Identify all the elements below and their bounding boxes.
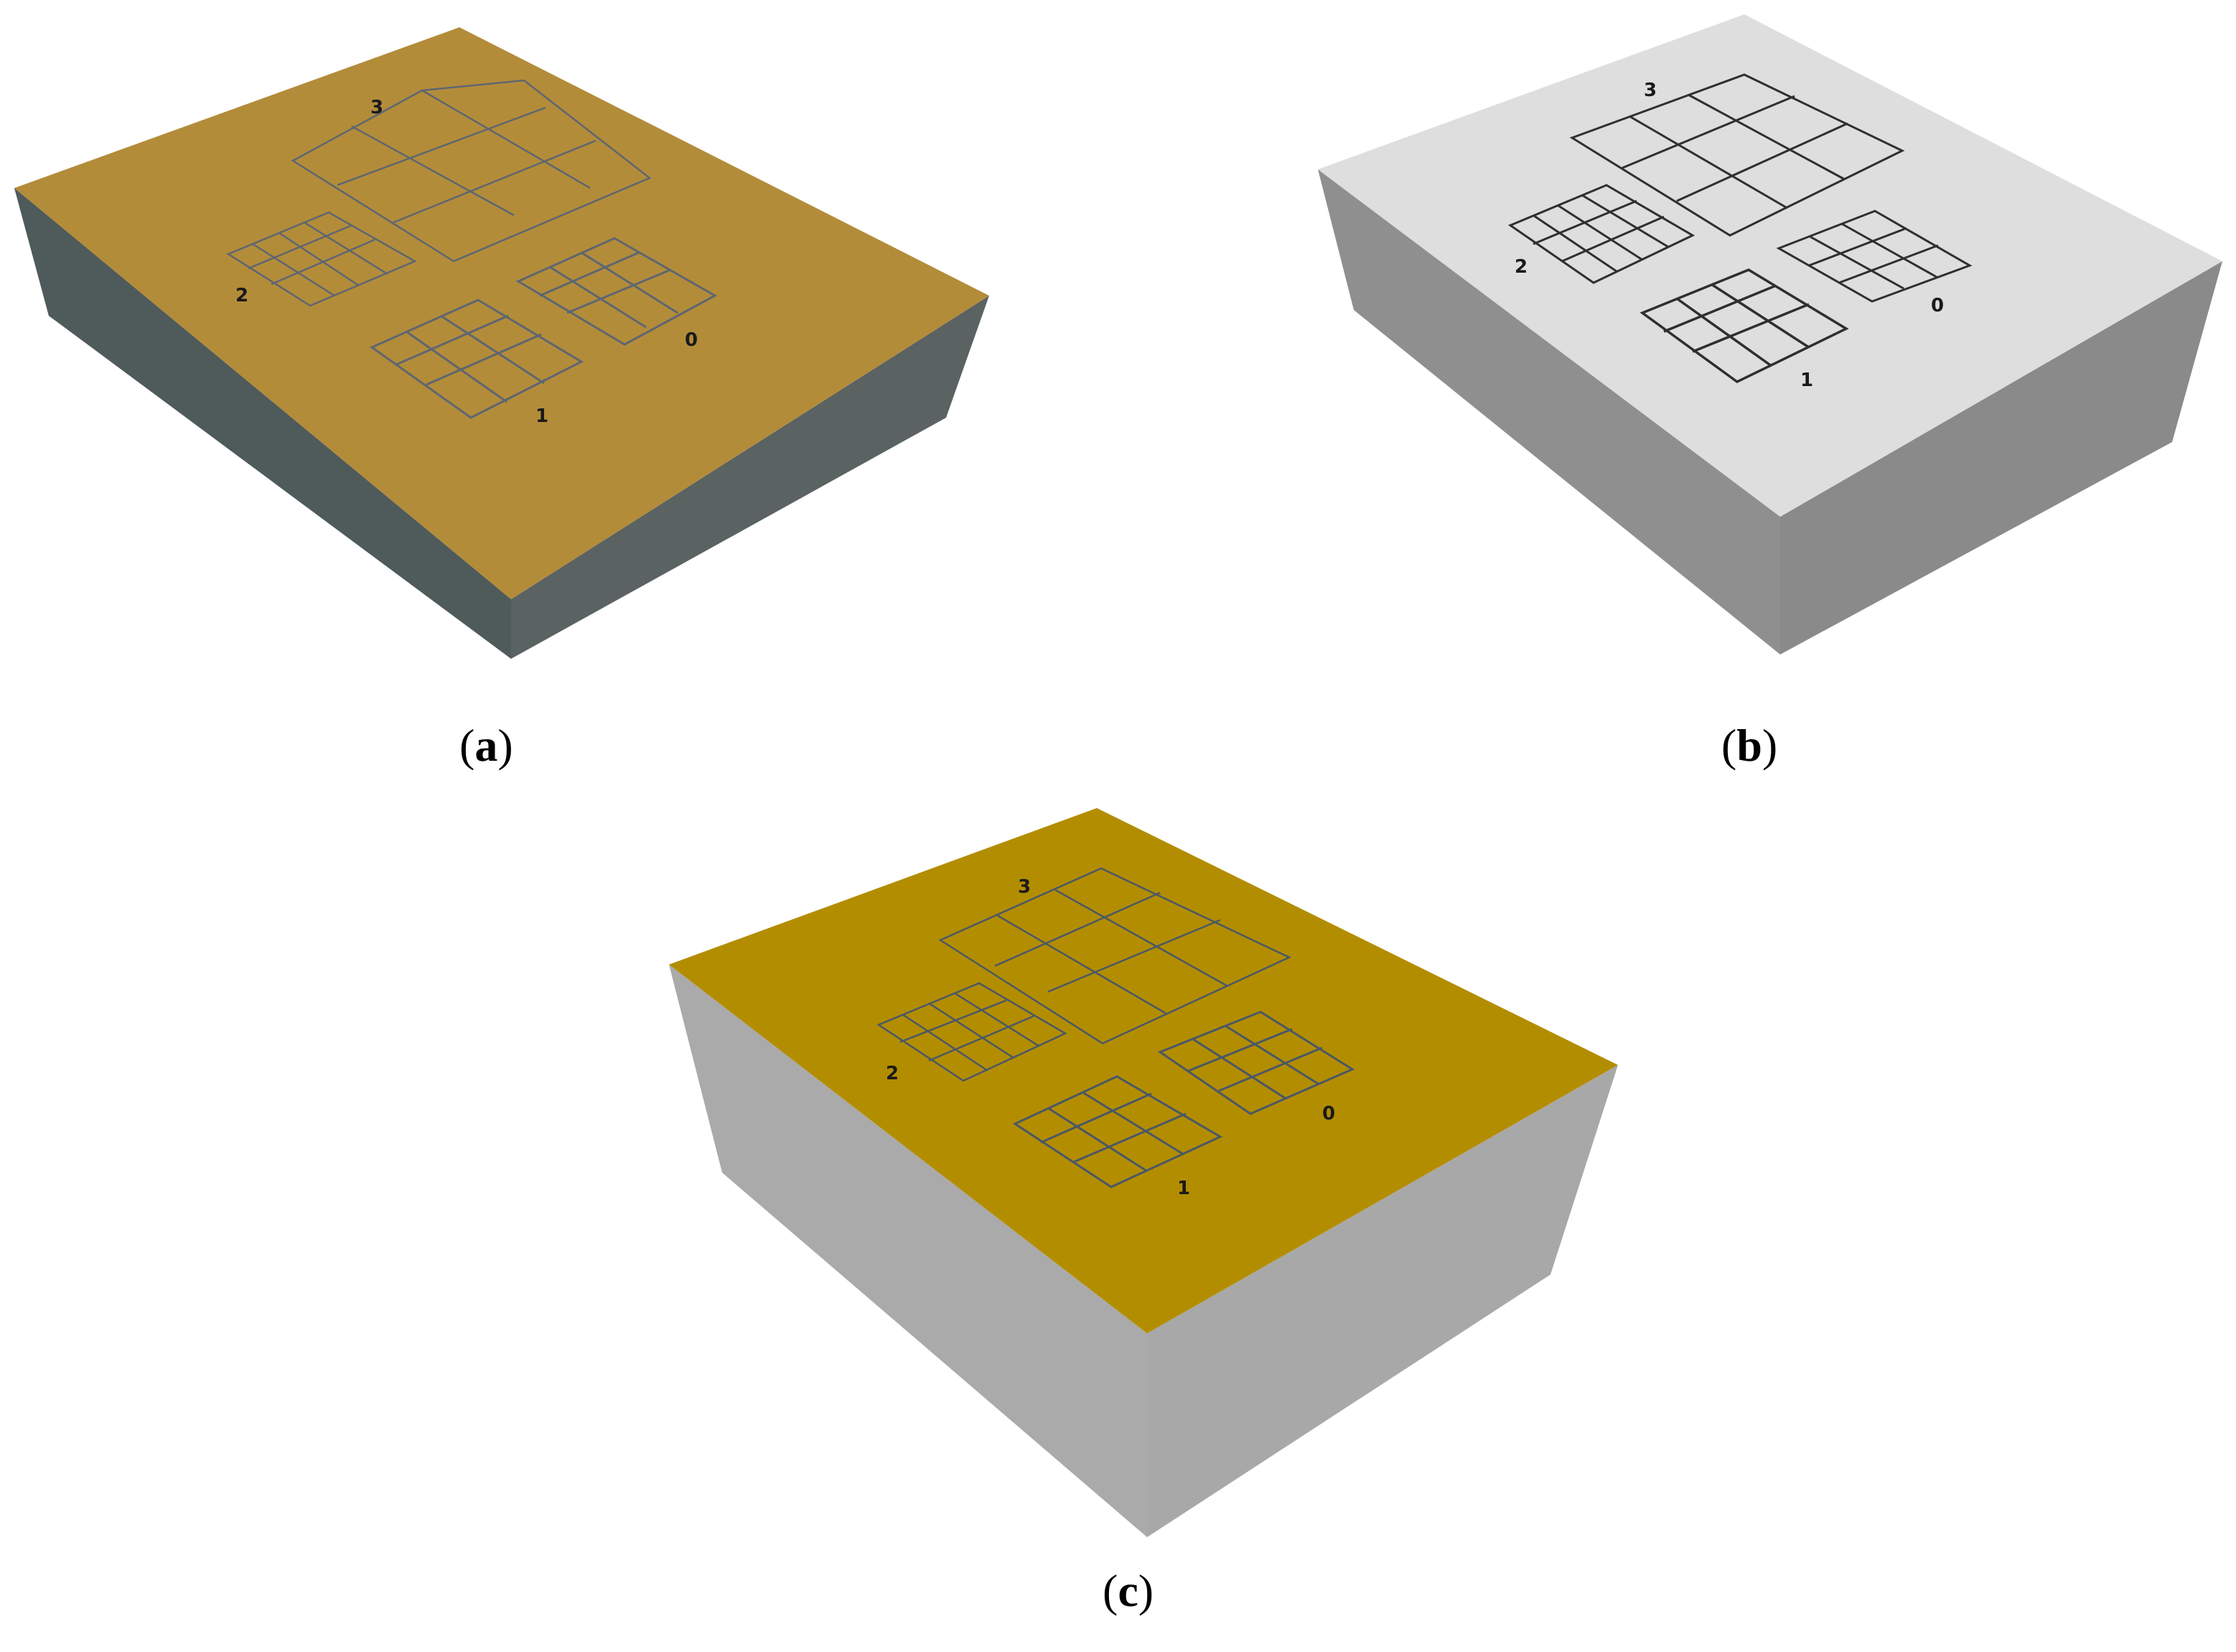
caption-b: (b) <box>1721 720 1777 771</box>
grid-2-a <box>226 211 417 307</box>
block-a-right-face <box>511 296 989 659</box>
label-0-b: 0 <box>1931 295 1944 316</box>
label-1-b: 1 <box>1800 370 1813 391</box>
label-1-a: 1 <box>535 405 548 427</box>
grid-0-a <box>515 237 718 346</box>
block-c-top-face <box>669 808 1618 1333</box>
grid-2-c <box>876 982 1067 1082</box>
block-a-left-face-body <box>14 188 511 659</box>
grid-1-a <box>369 299 584 419</box>
block-b-top-face <box>1318 14 2222 517</box>
panel-a: 3 2 0 1 (a) <box>14 27 989 771</box>
grid-3-c <box>938 867 1291 1045</box>
panel-b: 3 2 0 1 (b) <box>1318 14 2222 771</box>
block-b-left-face <box>1318 169 1780 654</box>
label-3-b: 3 <box>1644 80 1657 101</box>
grid-1-c <box>1012 1075 1223 1188</box>
grid-3-b <box>1569 73 1905 237</box>
caption-a: (a) <box>459 720 513 771</box>
grid-0-b <box>1776 210 1973 303</box>
grid-3-a <box>291 79 652 263</box>
label-3-c: 3 <box>1018 876 1031 898</box>
block-c-left-face <box>669 965 1147 1537</box>
label-0-c: 0 <box>1322 1103 1335 1125</box>
label-3-a: 3 <box>370 97 383 118</box>
label-2-a: 2 <box>235 285 248 306</box>
grid-2-b <box>1507 184 1695 284</box>
label-0-a: 0 <box>685 329 698 351</box>
caption-c: (c) <box>1103 1565 1154 1616</box>
label-2-c: 2 <box>886 1063 899 1084</box>
grid-1-b <box>1639 268 1849 384</box>
panel-c: 3 2 0 1 (c) <box>669 808 1618 1616</box>
label-1-c: 1 <box>1177 1178 1190 1199</box>
block-b-right-face <box>1780 261 2222 654</box>
grid-0-c <box>1157 1010 1355 1115</box>
label-2-b: 2 <box>1515 256 1528 278</box>
block-c-right-face <box>1147 1065 1618 1537</box>
